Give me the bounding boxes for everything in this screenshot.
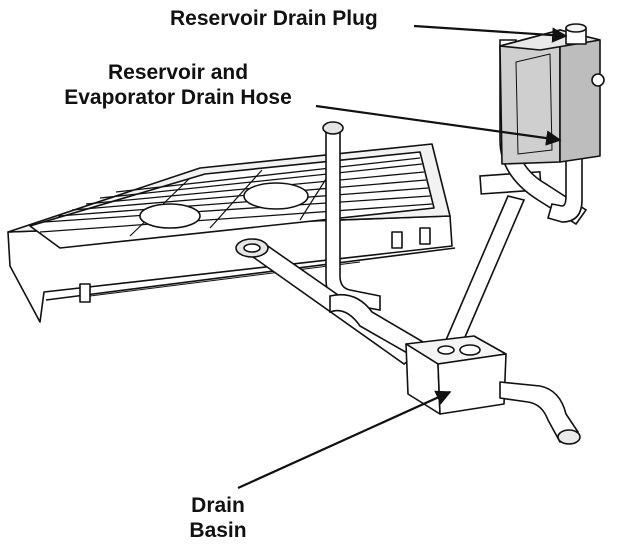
arrow-drain-hose: [315, 104, 562, 146]
label-line-2: Evaporator Drain Hose: [64, 86, 292, 109]
tray-drain-hose: [235, 238, 432, 365]
label-line-1: Drain: [191, 494, 245, 517]
label-line-1: Reservoir and: [107, 61, 249, 84]
drip-tray: [7, 143, 456, 323]
arrow-drain-plug: [413, 24, 568, 43]
drain-basin-shape: [405, 335, 581, 445]
label-reservoir-drain-plug: Reservoir Drain Plug: [170, 6, 378, 31]
label-line-2: Basin: [189, 519, 247, 542]
arrow-drain-basin: [237, 390, 452, 490]
label-drain-basin: Drain Basin: [178, 493, 258, 543]
reservoir-tank: [499, 23, 605, 165]
label-reservoir-evaporator-drain-hose: Reservoir and Evaporator Drain Hose: [28, 60, 328, 110]
label-line: Reservoir Drain Plug: [170, 7, 378, 30]
callout-arrows: [237, 24, 568, 490]
